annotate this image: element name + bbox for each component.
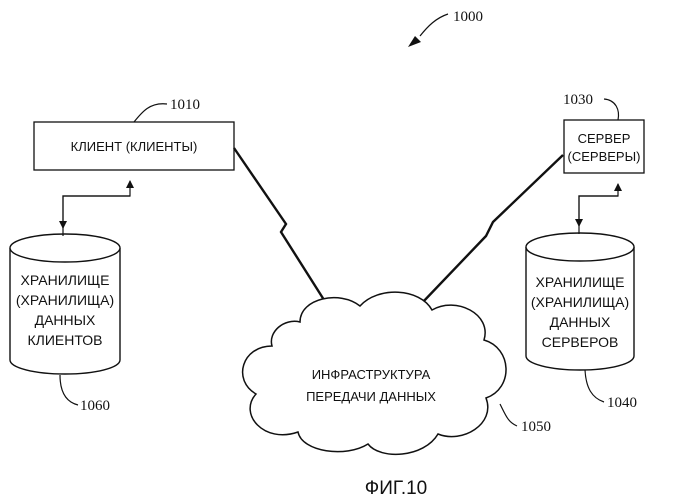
server-store-ref-leader [585, 370, 604, 402]
network-label-line2: ПЕРЕДАЧИ ДАННЫХ [306, 389, 436, 404]
client-ref-leader [134, 104, 167, 122]
client-store-ref-leader [60, 375, 78, 405]
network-ref-number: 1050 [521, 419, 551, 435]
client-store-ref-number: 1060 [80, 398, 110, 414]
figure-caption: ФИГ.10 [365, 478, 427, 499]
client-store-line3: ДАННЫХ [35, 312, 96, 328]
client-label: КЛИЕНТ (КЛИЕНТЫ) [71, 139, 198, 154]
server-store-connector [579, 184, 618, 234]
client-ref-number: 1010 [170, 97, 200, 113]
server-ref-leader [604, 99, 618, 120]
client-store-line4: КЛИЕНТОВ [27, 332, 102, 348]
server-store-line1: ХРАНИЛИЩЕ [536, 274, 625, 290]
figure-ref-number: 1000 [453, 9, 483, 25]
figure-ref-leader [420, 14, 448, 36]
client-wireless-link [234, 148, 338, 322]
client-store-line1: ХРАНИЛИЩЕ [21, 272, 110, 288]
server-box [564, 120, 644, 173]
server-label-line2: (СЕРВЕРЫ) [568, 149, 641, 164]
server-store-ref-number: 1040 [607, 395, 637, 411]
client-store-line2: (ХРАНИЛИЩА) [16, 292, 114, 308]
client-store-connector [63, 181, 130, 236]
server-store-line2: (ХРАНИЛИЩА) [531, 294, 629, 310]
server-store-line4: СЕРВЕРОВ [542, 334, 619, 350]
figure-ref-arrowhead [408, 36, 421, 47]
network-label-line1: ИНФРАСТРУКТУРА [312, 367, 431, 382]
network-ref-leader [500, 404, 517, 426]
server-ref-number: 1030 [563, 92, 593, 108]
server-label-line1: СЕРВЕР [578, 131, 631, 146]
server-store-line3: ДАННЫХ [550, 314, 611, 330]
